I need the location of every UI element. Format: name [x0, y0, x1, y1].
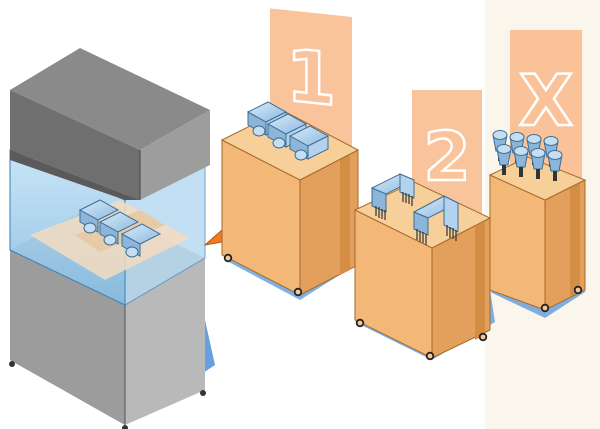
panel-1-label: 1: [286, 34, 336, 123]
tip-unit: [496, 144, 512, 175]
multi-tip-head-icon: [492, 130, 563, 181]
pipetting-head-icon: [78, 199, 162, 258]
cart-1: 1: [220, 8, 360, 300]
tip-unit: [513, 146, 529, 177]
cart-2: 2: [353, 90, 495, 361]
tip-unit: [530, 148, 546, 179]
cart-3: X: [488, 30, 587, 318]
panel-2-label: 2: [423, 118, 470, 197]
channel-pipette-icon: [370, 173, 460, 245]
panel-3-label: X: [519, 60, 573, 142]
workstation-machine: [9, 48, 215, 429]
pipetting-head-icon: [246, 101, 330, 161]
tip-unit: [547, 150, 563, 181]
